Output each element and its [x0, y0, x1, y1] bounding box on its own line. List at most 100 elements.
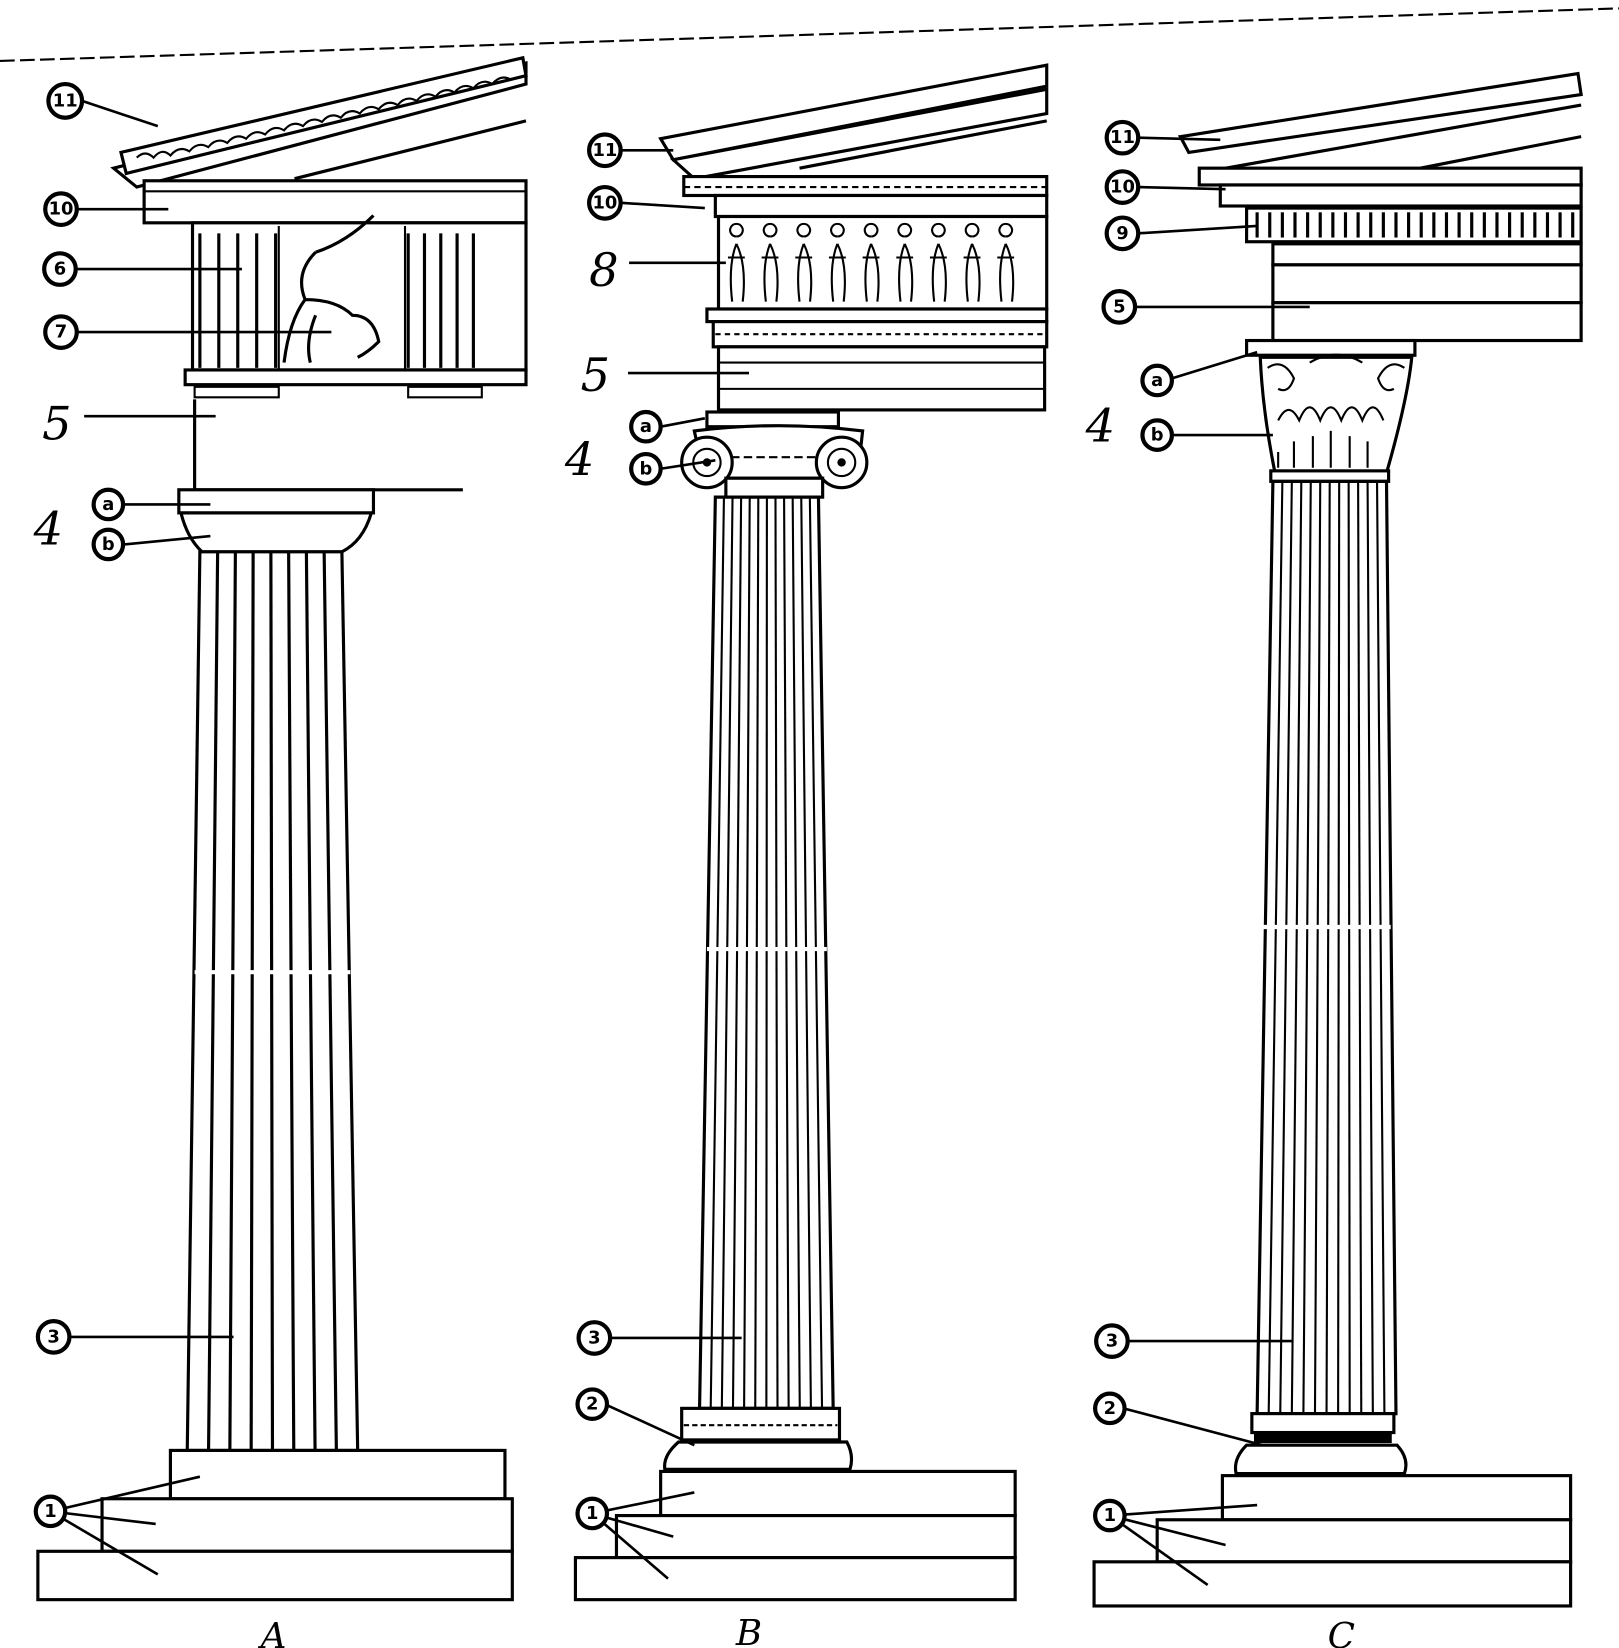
flute-line	[1267, 481, 1284, 1414]
marker-3: 3	[1094, 1323, 1292, 1359]
marker-9: 9	[1104, 215, 1258, 252]
svg-text:3: 3	[47, 1326, 59, 1347]
capital	[680, 410, 869, 499]
svg-text:10: 10	[49, 199, 74, 220]
svg-text:7: 7	[55, 322, 67, 343]
svg-text:10: 10	[592, 192, 617, 213]
capital	[177, 488, 376, 554]
svg-text:8: 8	[589, 243, 618, 297]
svg-text:5: 5	[1113, 296, 1125, 317]
svg-text:a: a	[640, 416, 652, 437]
flute-line	[1313, 481, 1322, 1414]
marker-10: 10	[43, 191, 169, 228]
label-5: 5	[42, 396, 216, 450]
pediment	[110, 55, 528, 189]
marker-3: 3	[576, 1320, 742, 1356]
label-4: 4 a b	[33, 487, 211, 562]
pediment	[658, 63, 1049, 181]
scan-edge-line	[0, 7, 1619, 63]
svg-text:2: 2	[1104, 1398, 1116, 1419]
pediment	[1177, 71, 1583, 170]
svg-text:3: 3	[588, 1327, 600, 1348]
frieze-figure	[795, 222, 813, 302]
flute-line	[1347, 481, 1351, 1414]
svg-text:11: 11	[592, 140, 617, 161]
cornice	[142, 179, 528, 225]
capital	[1245, 338, 1417, 483]
architrave	[1271, 242, 1583, 343]
svg-text:5: 5	[581, 348, 610, 402]
svg-text:b: b	[102, 534, 115, 555]
order-label-c: C	[1328, 1616, 1355, 1648]
cornice	[682, 174, 1049, 219]
stylobate-steps	[573, 1469, 1017, 1602]
flute-line	[228, 551, 237, 1451]
metope-centaur-relief	[282, 214, 381, 363]
svg-text:a: a	[1151, 370, 1163, 391]
flute-line	[765, 497, 768, 1409]
flute-line	[791, 497, 801, 1409]
marker-5: 5	[1101, 289, 1310, 325]
svg-text:a: a	[102, 494, 114, 515]
marker-10: 10	[587, 184, 705, 221]
architrave	[193, 399, 463, 492]
frieze-figure	[963, 222, 981, 302]
shaft	[1255, 479, 1398, 1416]
marker-6: 6	[42, 251, 242, 287]
base	[1233, 1412, 1408, 1476]
label-4: 4 a b	[1085, 350, 1273, 452]
marker-11: 11	[46, 81, 159, 128]
flute-line	[754, 497, 760, 1409]
architrave	[716, 345, 1047, 412]
label-4: 4 a b	[564, 409, 716, 486]
label-8: 8	[589, 243, 726, 297]
cornice	[1197, 166, 1583, 208]
svg-text:b: b	[1151, 425, 1164, 446]
flute-line	[304, 551, 317, 1451]
frieze-figure	[896, 222, 914, 302]
frieze	[183, 214, 528, 399]
svg-text:11: 11	[1110, 127, 1135, 148]
flute-line	[1325, 481, 1331, 1414]
base	[663, 1406, 854, 1471]
flute-line	[322, 551, 338, 1451]
svg-text:10: 10	[1110, 177, 1135, 198]
shaft	[697, 495, 835, 1410]
flute-line	[808, 497, 824, 1409]
marker-10: 10	[1104, 169, 1226, 205]
marker-7: 7	[43, 314, 332, 350]
frieze-figure	[828, 222, 846, 302]
frieze-figure	[929, 222, 947, 302]
flute-line	[1302, 481, 1312, 1414]
flute-line	[1337, 481, 1341, 1414]
flute-line	[783, 497, 790, 1409]
flute-line	[249, 551, 255, 1451]
corinthian-order: 11 10 9 5 4 a b 3 2 1 C	[1085, 71, 1583, 1648]
flute-line	[743, 497, 751, 1409]
marker-11: 11	[587, 132, 674, 169]
flute-line	[1290, 481, 1303, 1414]
svg-text:4: 4	[1085, 398, 1115, 452]
marker-2: 2	[1093, 1391, 1263, 1447]
svg-text:b: b	[640, 458, 653, 479]
svg-text:5: 5	[42, 396, 71, 450]
marker-2: 2	[575, 1387, 695, 1447]
marker-11: 11	[1104, 119, 1221, 156]
svg-text:2: 2	[586, 1394, 598, 1415]
flute-line	[709, 497, 725, 1409]
flute-line	[774, 497, 779, 1409]
frieze-figure	[727, 222, 745, 302]
shaft	[185, 550, 360, 1452]
frieze-figure	[997, 222, 1015, 302]
flute-line	[1366, 481, 1374, 1414]
svg-text:6: 6	[54, 259, 66, 280]
stylobate-steps	[36, 1448, 514, 1602]
ionic-order: 11 10 8 5 4 a b 3 2 1 B	[564, 63, 1049, 1648]
svg-text:4: 4	[33, 501, 63, 555]
order-label-a: A	[258, 1616, 287, 1648]
marker-3: 3	[35, 1319, 234, 1355]
frieze-figure	[862, 222, 880, 302]
flute-line	[206, 551, 220, 1451]
marker-1: 1	[1093, 1498, 1258, 1587]
